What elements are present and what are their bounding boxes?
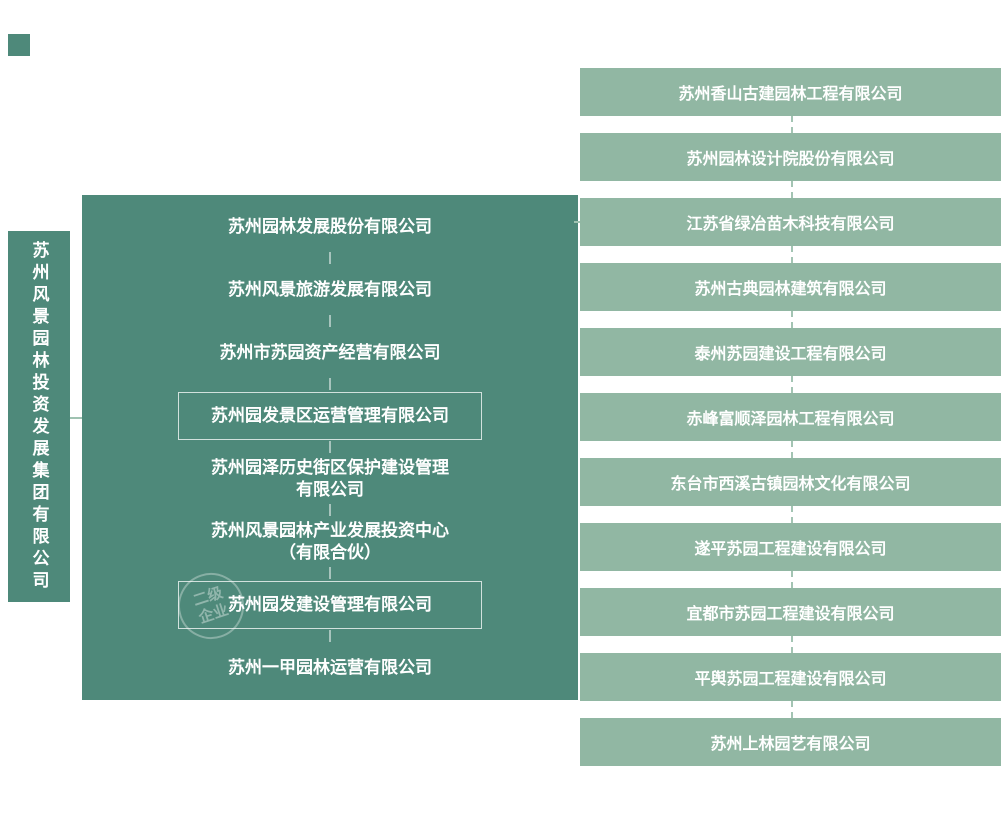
tier3-company-name: 泰州苏园建设工程有限公司 <box>580 328 1001 376</box>
dashed-connector <box>790 701 793 718</box>
tier2-company-name: 苏州一甲园林运营有限公司 <box>228 658 432 678</box>
tier2-company-box: 苏州园发景区运营管理有限公司 <box>82 384 578 447</box>
tier2-company-box: 苏州市苏园资产经营有限公司 <box>82 321 578 384</box>
tier3-slot: 江苏省绿冶苗木科技有限公司 <box>580 198 1001 263</box>
tier3-slot: 宜都市苏园工程建设有限公司 <box>580 588 1001 653</box>
tier2-panel: 苏州园林发展股份有限公司 苏州风景旅游发展有限公司 苏州市苏园资产经营有限公司 … <box>82 195 578 700</box>
tier2-company-box: 苏州风景旅游发展有限公司 <box>82 258 578 321</box>
tier3-company-name: 东台市西溪古镇园林文化有限公司 <box>580 458 1001 506</box>
tier3-slot: 平舆苏园工程建设有限公司 <box>580 653 1001 718</box>
tier2-company-name: 苏州园发景区运营管理有限公司 <box>178 391 482 440</box>
corner-decoration <box>8 34 30 56</box>
dashed-connector <box>329 252 331 264</box>
tier3-slot: 苏州上林园艺有限公司 <box>580 718 1001 766</box>
dashed-connector <box>790 311 793 328</box>
connector-root-to-tier2 <box>70 417 82 419</box>
root-company-box: 苏州风景园林投资发展集团有限公司 <box>8 231 70 602</box>
tier3-company-name: 苏州园林设计院股份有限公司 <box>580 133 1001 181</box>
tier3-company-name: 苏州古典园林建筑有限公司 <box>580 263 1001 311</box>
tier3-company-name: 江苏省绿冶苗木科技有限公司 <box>580 198 1001 246</box>
tier2-company-name: 苏州风景旅游发展有限公司 <box>228 279 432 299</box>
tier3-slot: 东台市西溪古镇园林文化有限公司 <box>580 458 1001 523</box>
dashed-connector <box>329 378 331 390</box>
tier2-company-box: 苏州园发建设管理有限公司 <box>82 573 578 636</box>
dashed-connector <box>329 567 331 579</box>
tier2-company-name: 苏州园泽历史街区保护建设管理 有限公司 <box>211 458 449 499</box>
tier2-company-name: 苏州风景园林产业发展投资中心 （有限合伙） <box>211 521 449 562</box>
tier3-slot: 遂平苏园工程建设有限公司 <box>580 523 1001 588</box>
tier2-company-name: 苏州园发建设管理有限公司 <box>178 580 482 629</box>
dashed-connector <box>790 116 793 133</box>
tier3-slot: 苏州古典园林建筑有限公司 <box>580 263 1001 328</box>
dashed-connector <box>329 504 331 516</box>
dashed-connector <box>329 630 331 642</box>
tier2-company-name: 苏州园林发展股份有限公司 <box>228 216 432 236</box>
tier3-company-name: 平舆苏园工程建设有限公司 <box>580 653 1001 701</box>
tier3-slot: 赤峰富顺泽园林工程有限公司 <box>580 393 1001 458</box>
root-company-name: 苏州风景园林投资发展集团有限公司 <box>29 240 49 593</box>
tier2-company-name: 苏州市苏园资产经营有限公司 <box>219 342 441 362</box>
tier3-company-name: 宜都市苏园工程建设有限公司 <box>580 588 1001 636</box>
tier3-company-name: 苏州上林园艺有限公司 <box>580 718 1001 766</box>
tier2-company-box: 苏州一甲园林运营有限公司 <box>82 636 578 700</box>
tier3-slot: 苏州香山古建园林工程有限公司 <box>580 68 1001 133</box>
dashed-connector <box>790 441 793 458</box>
tier3-slot: 苏州园林设计院股份有限公司 <box>580 133 1001 198</box>
tier2-company-box: 苏州风景园林产业发展投资中心 （有限合伙） <box>82 510 578 573</box>
tier2-company-box: 苏州园林发展股份有限公司 <box>82 195 578 258</box>
dashed-connector <box>790 506 793 523</box>
dashed-connector <box>790 571 793 588</box>
tier2-company-box: 苏州园泽历史街区保护建设管理 有限公司 <box>82 447 578 510</box>
tier3-company-name: 遂平苏园工程建设有限公司 <box>580 523 1001 571</box>
dashed-connector <box>329 441 331 453</box>
tier3-company-name: 赤峰富顺泽园林工程有限公司 <box>580 393 1001 441</box>
dashed-connector <box>790 246 793 263</box>
tier3-company-name: 苏州香山古建园林工程有限公司 <box>580 68 1001 116</box>
dashed-connector <box>790 181 793 198</box>
connector-tier2-to-tier3 <box>574 221 584 223</box>
tier3-slot: 泰州苏园建设工程有限公司 <box>580 328 1001 393</box>
dashed-connector <box>790 636 793 653</box>
tier3-column: 苏州香山古建园林工程有限公司 苏州园林设计院股份有限公司 江苏省绿冶苗木科技有限… <box>580 68 1001 766</box>
dashed-connector <box>790 376 793 393</box>
dashed-connector <box>329 315 331 327</box>
